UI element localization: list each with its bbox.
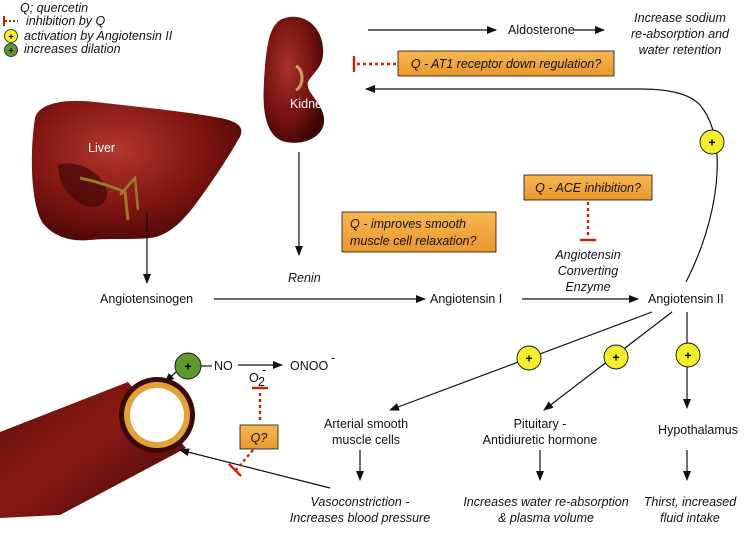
svg-text:re-absorption and: re-absorption and	[631, 27, 730, 41]
svg-text:Angiotensin: Angiotensin	[554, 248, 620, 262]
liver-image: Liver	[31, 100, 242, 241]
legend-inhibit-icon	[3, 16, 18, 26]
onoo-label: ONOO -	[290, 351, 335, 373]
svg-text:muscle cell relaxation?: muscle cell relaxation?	[350, 234, 476, 248]
svg-text:+: +	[684, 349, 691, 363]
svg-text:ONOO: ONOO	[290, 359, 328, 373]
activation-icon-hypothalamus: +	[675, 342, 701, 368]
arrow-green-vessel	[164, 371, 177, 383]
blood-vessel-image	[0, 377, 195, 518]
activation-icon-arterial: +	[516, 345, 542, 371]
q-box-smooth: Q - improves smooth muscle cell relaxati…	[341, 211, 497, 253]
kidney-label: Kidney	[290, 97, 329, 111]
svg-text:water retention: water retention	[639, 43, 722, 57]
legend-activation-icon: +	[4, 29, 18, 43]
svg-text:muscle cells: muscle cells	[332, 433, 400, 447]
legend-activation: activation by Angiotensin II	[24, 29, 173, 43]
svg-text:+: +	[8, 46, 13, 56]
svg-text:+: +	[184, 360, 191, 374]
kidney-image: Kidney	[263, 16, 329, 143]
legend-inhibition: inhibition by Q	[26, 14, 105, 28]
ace-label: Angiotensin Converting Enzyme	[554, 248, 620, 294]
q-box-ace: Q - ACE inhibition?	[523, 174, 653, 201]
aldosterone-label: Aldosterone	[508, 23, 575, 37]
svg-text:+: +	[708, 136, 715, 150]
o2-label: O 2 -	[249, 363, 266, 389]
svg-text:O: O	[249, 371, 259, 385]
q-box-at1: Q - AT1 receptor down regulation?	[397, 50, 615, 77]
thirst-label: Thirst, increased fluid intake	[644, 495, 737, 525]
vasoconstriction-label: Vasoconstriction - Increases blood press…	[290, 495, 430, 525]
liver-label: Liver	[88, 141, 115, 155]
svg-text:Thirst, increased: Thirst, increased	[644, 495, 737, 509]
renin-label: Renin	[288, 271, 321, 285]
arrow-vaso-vessel	[179, 448, 331, 489]
activation-icon-pituitary: +	[603, 344, 629, 370]
svg-text:+: +	[8, 32, 13, 42]
hypothalamus-label: Hypothalamus	[658, 423, 738, 437]
legend-dilation-icon: +	[4, 43, 18, 57]
legend: Q; quercetin inhibition by Q + activatio…	[3, 1, 173, 57]
svg-text:Antidiuretic hormone: Antidiuretic hormone	[483, 433, 598, 447]
increase-sodium-label: Increase sodium re-absorption and water …	[631, 11, 730, 57]
activation-icon-angii-kidney: +	[699, 129, 725, 155]
svg-text:Converting: Converting	[558, 264, 618, 278]
svg-text:Increases blood pressure: Increases blood pressure	[290, 511, 430, 525]
svg-text:Arterial smooth: Arterial smooth	[324, 417, 408, 431]
legend-quercetin: Q; quercetin	[20, 1, 88, 15]
water-reabsorption-label: Increases water re-absorption & plasma v…	[463, 495, 628, 525]
q-box-q: Q?	[239, 424, 279, 450]
svg-text:+: +	[525, 352, 532, 366]
svg-text:-: -	[331, 351, 335, 365]
svg-text:-: -	[262, 363, 266, 377]
svg-text:Q - ACE inhibition?: Q - ACE inhibition?	[535, 181, 641, 195]
svg-text:fluid intake: fluid intake	[660, 511, 720, 525]
dilation-icon-no: +	[174, 352, 202, 380]
inhibition-lines	[228, 56, 596, 477]
arrows	[143, 26, 718, 489]
svg-text:Pituitary -: Pituitary -	[514, 417, 567, 431]
svg-text:+: +	[612, 351, 619, 365]
svg-text:Q - improves smooth: Q - improves smooth	[350, 217, 466, 231]
svg-text:2: 2	[258, 375, 265, 389]
pituitary-label: Pituitary - Antidiuretic hormone	[483, 417, 598, 447]
legend-dilation: increases dilation	[24, 42, 121, 56]
no-label: NO	[214, 359, 233, 373]
svg-text:Enzyme: Enzyme	[565, 280, 610, 294]
angiotensinogen-label: Angiotensinogen	[100, 292, 193, 306]
svg-text:& plasma volume: & plasma volume	[498, 511, 594, 525]
svg-text:Increase sodium: Increase sodium	[634, 11, 726, 25]
svg-text:Q - AT1 receptor down regulati: Q - AT1 receptor down regulation?	[411, 57, 601, 71]
angiotensin-ii-label: Angiotensin II	[648, 292, 724, 306]
angiotensin-i-label: Angiotensin I	[430, 292, 502, 306]
svg-text:Vasoconstriction -: Vasoconstriction -	[311, 495, 410, 509]
svg-text:Q?: Q?	[251, 431, 268, 445]
arterial-label: Arterial smooth muscle cells	[324, 417, 408, 447]
arrow-angii-kidney	[365, 85, 718, 283]
svg-text:Increases water re-absorption: Increases water re-absorption	[463, 495, 628, 509]
